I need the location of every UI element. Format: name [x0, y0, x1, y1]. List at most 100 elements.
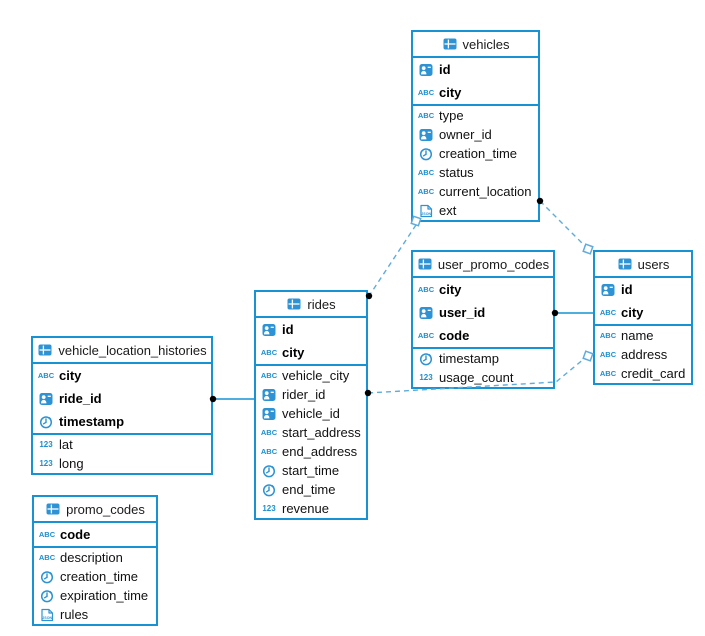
table-header[interactable]: users — [595, 252, 691, 278]
timestamp-type-icon — [418, 147, 434, 161]
column-row[interactable]: id — [413, 58, 538, 81]
table-title: promo_codes — [66, 501, 145, 517]
column-row[interactable]: rider_id — [256, 385, 366, 404]
table-header[interactable]: user_promo_codes — [413, 252, 553, 278]
column-name: city — [439, 282, 462, 297]
column-row[interactable]: expiration_time — [34, 586, 156, 605]
table-header[interactable]: vehicles — [413, 32, 538, 58]
column-row[interactable]: vehicle_id — [256, 404, 366, 423]
table-icon — [286, 297, 302, 311]
column-name: user_id — [439, 305, 486, 320]
table-title: vehicles — [462, 36, 510, 52]
column-row[interactable]: id — [256, 318, 366, 341]
column-name: creation_time — [60, 569, 139, 584]
column-name: end_time — [282, 482, 336, 497]
column-name: vehicle_id — [282, 406, 340, 421]
column-name: current_location — [439, 184, 532, 199]
primary-key-section: ABC city ride_id timestamp — [33, 364, 211, 433]
table-header[interactable]: promo_codes — [34, 497, 156, 523]
column-name: city — [439, 85, 462, 100]
column-row[interactable]: user_id — [413, 301, 553, 324]
column-name: ride_id — [59, 391, 102, 406]
column-row[interactable]: owner_id — [413, 125, 538, 144]
table-icon — [45, 502, 61, 516]
column-row[interactable]: id — [595, 278, 691, 301]
column-row[interactable]: start_time — [256, 461, 366, 480]
table-icon — [442, 37, 458, 51]
column-row[interactable]: creation_time — [34, 567, 156, 586]
column-row[interactable]: creation_time — [413, 144, 538, 163]
column-row[interactable]: ride_id — [33, 387, 211, 410]
column-name: city — [59, 368, 82, 383]
json-type-icon: JSON — [418, 204, 434, 218]
number-type-icon: 123 — [262, 503, 276, 513]
column-row[interactable]: 123 revenue — [256, 499, 366, 518]
column-row[interactable]: JSON ext — [413, 201, 538, 220]
id-type-icon — [600, 283, 616, 297]
column-name: end_address — [282, 444, 358, 459]
column-name: id — [282, 322, 294, 337]
id-type-icon — [261, 388, 277, 402]
column-row[interactable]: timestamp — [33, 410, 211, 433]
timestamp-type-icon — [261, 483, 277, 497]
column-name: timestamp — [59, 414, 125, 429]
column-name: owner_id — [439, 127, 492, 142]
column-row[interactable]: end_time — [256, 480, 366, 499]
column-row[interactable]: ABC city — [33, 364, 211, 387]
column-name: revenue — [282, 501, 329, 516]
string-type-icon: ABC — [38, 552, 56, 562]
column-row[interactable]: ABC description — [34, 548, 156, 567]
string-type-icon: ABC — [37, 370, 55, 380]
string-type-icon: ABC — [260, 347, 278, 357]
column-row[interactable]: ABC city — [413, 81, 538, 104]
string-type-icon: ABC — [417, 167, 435, 177]
column-name: address — [621, 347, 668, 362]
string-type-icon: ABC — [260, 370, 278, 380]
column-row[interactable]: JSON rules — [34, 605, 156, 624]
string-type-icon: ABC — [599, 330, 617, 340]
column-row[interactable]: timestamp — [413, 349, 553, 368]
string-type-icon: ABC — [260, 446, 278, 456]
column-name: start_time — [282, 463, 340, 478]
column-row[interactable]: ABC end_address — [256, 442, 366, 461]
string-type-icon: ABC — [599, 307, 617, 317]
column-row[interactable]: ABC current_location — [413, 182, 538, 201]
column-row[interactable]: ABC name — [595, 326, 691, 345]
id-type-icon — [418, 63, 434, 77]
string-type-icon: ABC — [417, 87, 435, 97]
table-title: user_promo_codes — [437, 256, 550, 272]
string-type-icon: ABC — [417, 186, 435, 196]
column-name: type — [439, 108, 464, 123]
table-header[interactable]: rides — [256, 292, 366, 318]
column-name: ext — [439, 203, 457, 218]
column-name: name — [621, 328, 654, 343]
column-name: description — [60, 550, 123, 565]
table-header[interactable]: vehicle_location_histories — [33, 338, 211, 364]
